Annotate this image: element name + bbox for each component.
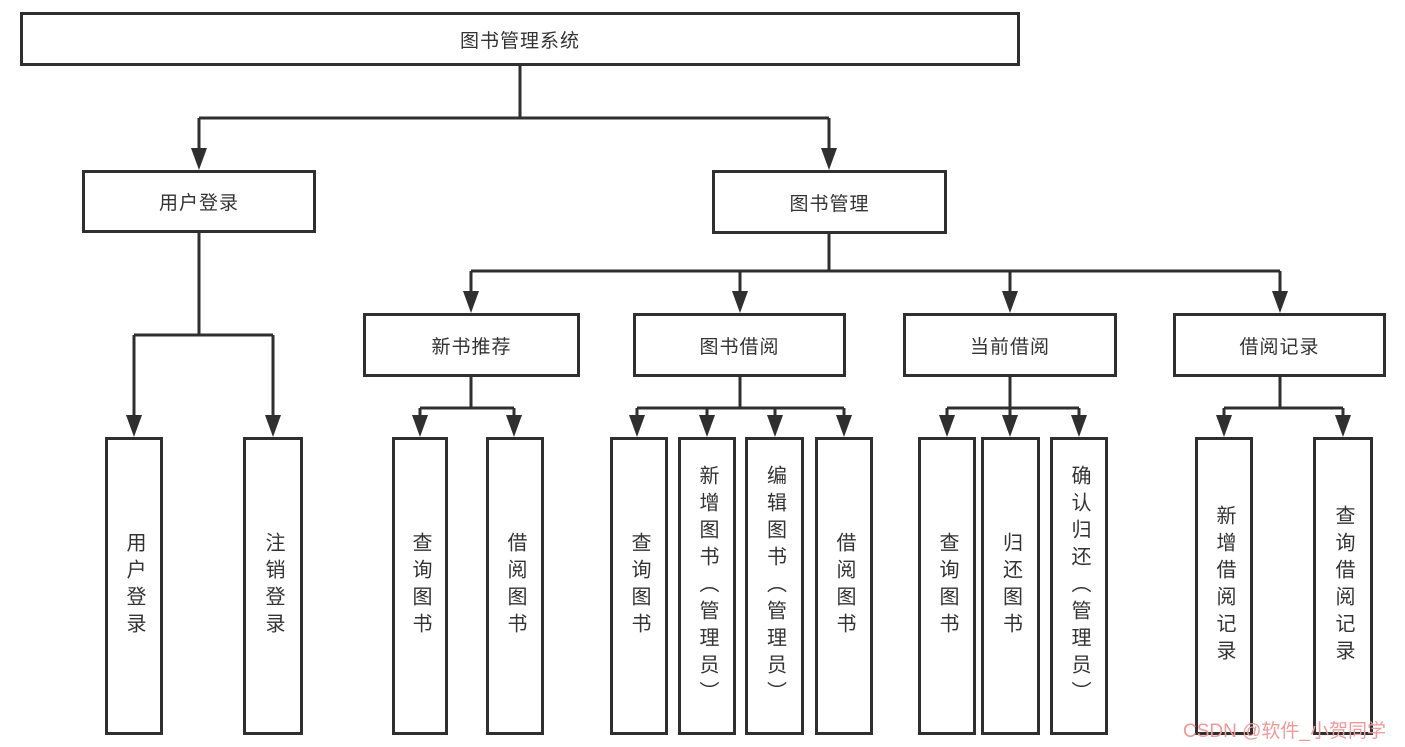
- leaf-label: 查询借阅记录: [1332, 505, 1354, 667]
- connector-book-borrow-to-leaves: [629, 377, 852, 437]
- node-root: 图书管理系统: [20, 12, 1020, 66]
- connector-current-borrow-to-leaves: [939, 377, 1087, 437]
- leaf-edit-books-admin: 编辑图书（管理员）: [745, 437, 804, 735]
- leaf-label: 查询图书: [409, 532, 431, 640]
- leaf-label: 查询图书: [628, 532, 650, 640]
- leaf-label: 借阅图书: [833, 532, 855, 640]
- node-current-borrow: 当前借阅: [903, 313, 1117, 377]
- leaf-label: 查询图书: [936, 532, 958, 640]
- connector-user-login-to-leaves: [126, 233, 281, 437]
- leaf-label: 新增借阅记录: [1213, 505, 1235, 667]
- connector-borrow-records-to-leaves: [1216, 377, 1351, 437]
- leaf-label: 借阅图书: [504, 532, 526, 640]
- leaf-query-books-borrow: 查询图书: [610, 437, 668, 735]
- node-user-login: 用户登录: [82, 170, 316, 233]
- leaf-query-books-current: 查询图书: [918, 437, 976, 735]
- leaf-user-login: 用户登录: [105, 437, 163, 735]
- leaf-label: 注销登录: [262, 532, 284, 640]
- leaf-return-books: 归还图书: [981, 437, 1040, 735]
- leaf-label: 新增图书（管理员）: [696, 464, 718, 708]
- leaf-query-books-recommend: 查询图书: [392, 437, 448, 735]
- leaf-add-borrow-record: 新增借阅记录: [1195, 437, 1253, 735]
- node-book-borrow: 图书借阅: [633, 313, 846, 377]
- node-book-management: 图书管理: [712, 170, 947, 234]
- leaf-label: 确认归还（管理员）: [1068, 464, 1090, 708]
- leaf-confirm-return-admin: 确认归还（管理员）: [1050, 437, 1108, 735]
- leaf-label: 编辑图书（管理员）: [763, 464, 786, 708]
- leaf-add-books-admin: 新增图书（管理员）: [678, 437, 736, 735]
- node-new-book-recommend: 新书推荐: [363, 313, 580, 377]
- leaf-label: 归还图书: [999, 532, 1022, 640]
- csdn-watermark: CSDN @软件_小贺同学: [1183, 721, 1386, 742]
- leaf-borrow-books: 借阅图书: [815, 437, 873, 735]
- leaf-logout: 注销登录: [243, 437, 303, 735]
- connector-root-to-level2: [191, 66, 837, 170]
- connector-new-book-to-leaves: [412, 377, 522, 437]
- leaf-borrow-books-recommend: 借阅图书: [486, 437, 544, 735]
- node-borrow-records: 借阅记录: [1173, 313, 1386, 377]
- leaf-label: 用户登录: [123, 532, 145, 640]
- connector-book-management-to-level3: [463, 234, 1288, 313]
- leaf-query-borrow-record: 查询借阅记录: [1313, 437, 1373, 735]
